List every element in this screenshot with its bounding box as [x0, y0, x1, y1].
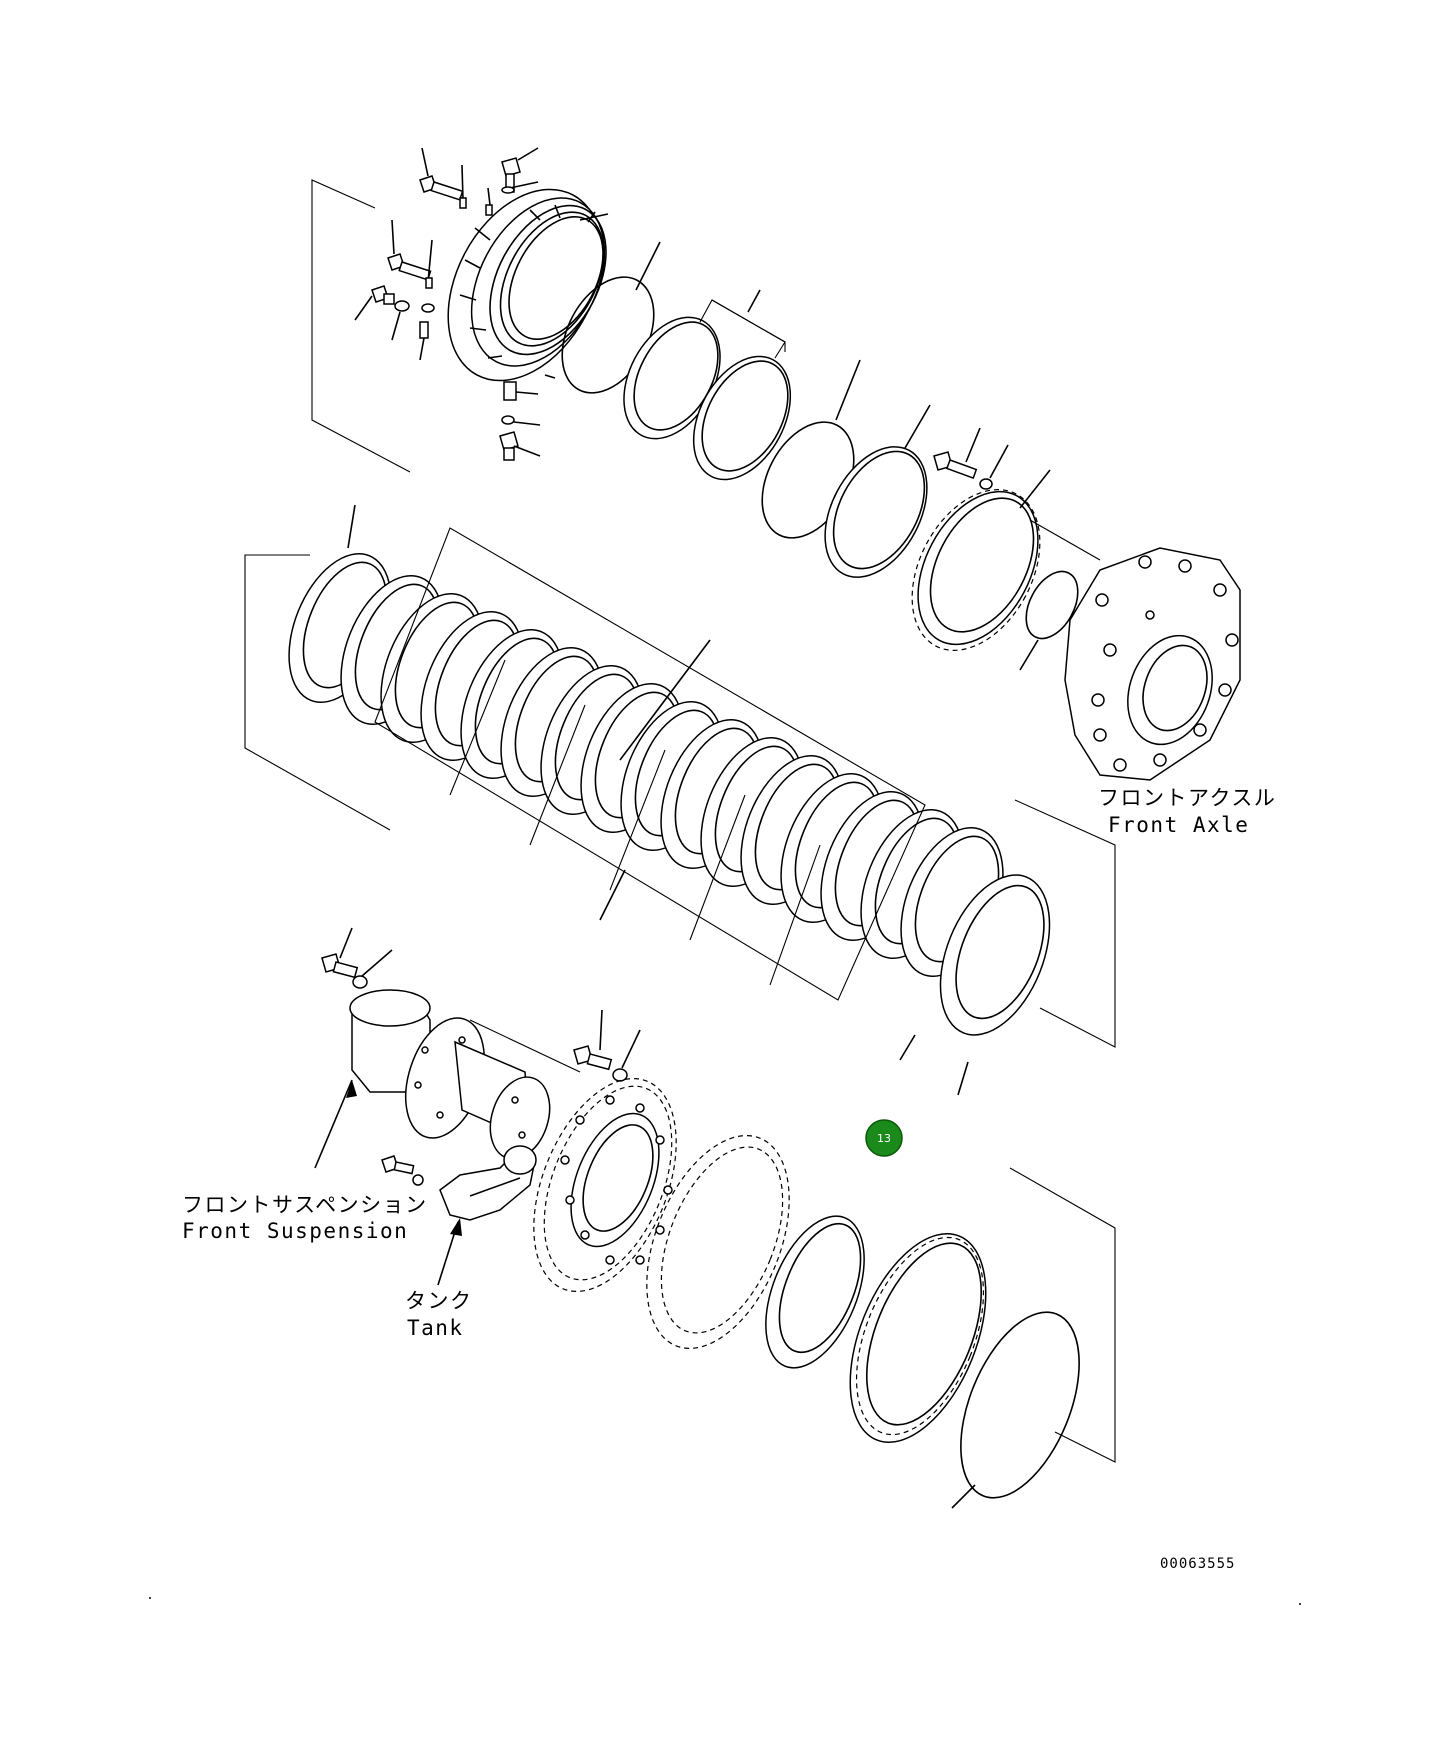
- bolt-icon: [387, 219, 432, 281]
- bolt-icon: [573, 1009, 613, 1071]
- leader-line: [587, 211, 596, 223]
- leader-line: [427, 239, 433, 283]
- guide-line: [469, 1019, 581, 1073]
- o-ring-icon: [421, 303, 435, 313]
- outer-gear-ring-dashed: [646, 1134, 790, 1350]
- washer-icon: [979, 478, 993, 490]
- disc-stack: [244, 504, 1116, 1096]
- outer-gear-ring-dashed-inner: [660, 1146, 784, 1334]
- front-suspension-carrier: [349, 989, 551, 1160]
- corner-mark: [149, 1597, 151, 1599]
- front-axle-jp: フロントアクスル: [1098, 786, 1276, 810]
- bottom-assembly: [321, 927, 1116, 1509]
- leader-line: [419, 337, 425, 361]
- bolt-icon: [419, 147, 464, 201]
- leader-line: [747, 289, 761, 313]
- washer-icon: [485, 204, 493, 216]
- leader-line: [461, 164, 464, 201]
- washer-icon: [352, 975, 368, 989]
- tank-jp: タンク: [405, 1289, 473, 1313]
- suspension-arrow-line: [314, 1079, 353, 1169]
- end-plate: [939, 874, 1051, 1036]
- leader-line: [899, 1034, 916, 1061]
- leader-line: [635, 241, 661, 291]
- leader-line: [361, 949, 393, 977]
- leader-line: [1019, 639, 1039, 671]
- ring-gear: [849, 1232, 987, 1444]
- washer-icon: [412, 1174, 424, 1186]
- leader-line: [391, 311, 401, 341]
- seal-ring-pair: [623, 316, 792, 481]
- leader-line: [1019, 469, 1051, 509]
- callout-13[interactable]: 13: [865, 1119, 903, 1157]
- leader-line: [835, 359, 861, 421]
- large-o-ring: [960, 1311, 1080, 1499]
- disc-tie-line: [609, 749, 666, 891]
- top-assembly: [311, 147, 1241, 781]
- label-front-axle: フロントアクスル Front Axle: [1098, 786, 1276, 837]
- disc-bracket-right: [1014, 799, 1116, 1048]
- tank-en: Tank: [407, 1316, 464, 1340]
- brake-carrier: [533, 1077, 677, 1293]
- o-ring-icon: [501, 415, 515, 425]
- o-ring: [1025, 570, 1079, 640]
- front-suspension-en: Front Suspension: [182, 1219, 408, 1243]
- end-plate-inner: [955, 884, 1045, 1020]
- bolt-icon: [933, 427, 981, 479]
- bolt-icon: [321, 927, 359, 979]
- disc-group-bracket: [374, 527, 926, 1001]
- top-bracket-left: [311, 179, 411, 473]
- tank-bracket: [439, 1145, 537, 1221]
- washer-icon: [459, 197, 467, 209]
- leader-line: [487, 187, 491, 206]
- disc-tie-line: [689, 794, 746, 941]
- corner-mark: [1299, 1603, 1301, 1605]
- o-ring-icon: [394, 300, 410, 312]
- leader-line: [509, 181, 539, 189]
- disc-tie-line: [529, 704, 586, 846]
- leader-line: [621, 1029, 641, 1069]
- arrow-head-icon: [450, 1218, 462, 1236]
- leader-line: [951, 1484, 976, 1509]
- brake-housing: [447, 188, 609, 382]
- disc-tie-line: [769, 844, 821, 986]
- retainer-ring: [765, 1215, 865, 1369]
- label-front-suspension: フロントサスペンション Front Suspension: [182, 1079, 428, 1243]
- bottom-bracket-right: [1009, 1167, 1116, 1463]
- axle-guide-line: [1029, 519, 1101, 561]
- leader-line: [989, 444, 1009, 479]
- front-suspension-jp: フロントサスペンション: [182, 1193, 428, 1217]
- callout-badge[interactable]: [865, 1119, 903, 1157]
- plug-icon: [503, 381, 517, 401]
- arrow-head-icon: [346, 1080, 357, 1098]
- bolt-icon: [381, 1155, 415, 1175]
- pin-icon: [419, 321, 429, 339]
- disc-tie-line: [449, 659, 506, 796]
- leader-line: [957, 1061, 969, 1096]
- washer-icon: [612, 1068, 628, 1082]
- drawing-number: 00063555: [1160, 1556, 1235, 1572]
- leader-line: [513, 421, 541, 426]
- leader-line: [619, 639, 711, 761]
- front-axle-hub: [1064, 547, 1241, 781]
- leader-line: [347, 504, 356, 549]
- leader-line: [904, 404, 931, 449]
- o-ring-icon: [501, 186, 515, 194]
- piston-ring: [824, 446, 928, 578]
- leader-line: [599, 869, 626, 921]
- bolt-icon: [499, 431, 541, 461]
- bolt-icon: [354, 285, 395, 321]
- washer-icon: [425, 277, 433, 289]
- label-tank: タンク Tank: [405, 1218, 473, 1340]
- front-axle-en: Front Axle: [1108, 813, 1249, 837]
- group-bracket: [699, 299, 786, 359]
- gear-plate: [911, 489, 1041, 651]
- disc-bracket-left: [244, 554, 391, 831]
- callout-number: 13: [877, 1132, 891, 1145]
- leader-line: [515, 391, 539, 395]
- top-bracket-right: [711, 299, 786, 352]
